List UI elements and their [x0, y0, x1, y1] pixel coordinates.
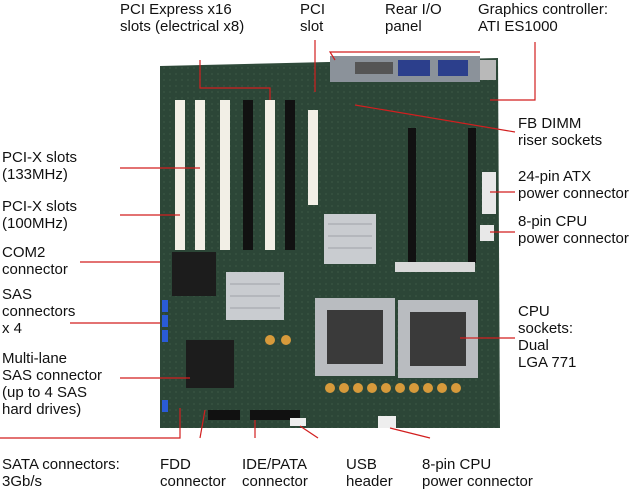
label-pcie-slots: PCI Express x16 slots (electrical x8): [120, 1, 245, 35]
multilane-chip: [186, 340, 234, 388]
rear-io-ports: [330, 56, 496, 82]
label-ide-pata: IDE/PATA connector: [242, 456, 308, 490]
fbdimm-risers: [395, 128, 476, 272]
label-cpu-sockets: CPU sockets: Dual LGA 771: [518, 303, 577, 371]
label-graphics-controller: Graphics controller: ATI ES1000: [478, 1, 609, 35]
sata-sas-ports: [162, 300, 168, 412]
label-8pin-cpu-bottom: 8-pin CPU power connector: [422, 456, 533, 490]
capacitors: [265, 335, 461, 393]
ide-connector: [250, 410, 300, 420]
label-com2: COM2 connector: [2, 244, 68, 278]
label-rear-io-panel: Rear I/O panel: [385, 1, 442, 35]
fdd-connector: [208, 410, 240, 420]
label-fbdimm-risers: FB DIMM riser sockets: [518, 115, 603, 149]
cpu-8pin-connector-bottom: [378, 416, 396, 428]
label-usb-header: USB header: [346, 456, 393, 490]
sas-controller-chip: [172, 252, 216, 296]
expansion-slots: [175, 100, 318, 250]
cpu-sockets: [315, 298, 478, 378]
label-sata: SATA connectors: 3Gb/s: [2, 456, 120, 490]
leader-lines: [0, 40, 536, 439]
label-sas-connectors: SAS connectors x 4: [2, 286, 76, 337]
usb-header: [290, 418, 306, 426]
atx-24pin-connector: [482, 172, 496, 214]
label-24pin-atx: 24-pin ATX power connector: [518, 168, 629, 202]
label-pcix-133: PCI-X slots (133MHz): [2, 149, 78, 183]
cpu-8pin-connector-right: [480, 225, 494, 241]
label-pcix-100: PCI-X slots (100MHz): [2, 198, 78, 232]
label-multilane-sas: Multi-lane SAS connector (up to 4 SAS ha…: [2, 350, 103, 418]
northbridge-heatsink: [324, 214, 376, 264]
label-8pin-cpu-right: 8-pin CPU power connector: [518, 213, 629, 247]
label-fdd: FDD connector: [160, 456, 226, 490]
label-pci-slot: PCI slot: [300, 1, 326, 35]
